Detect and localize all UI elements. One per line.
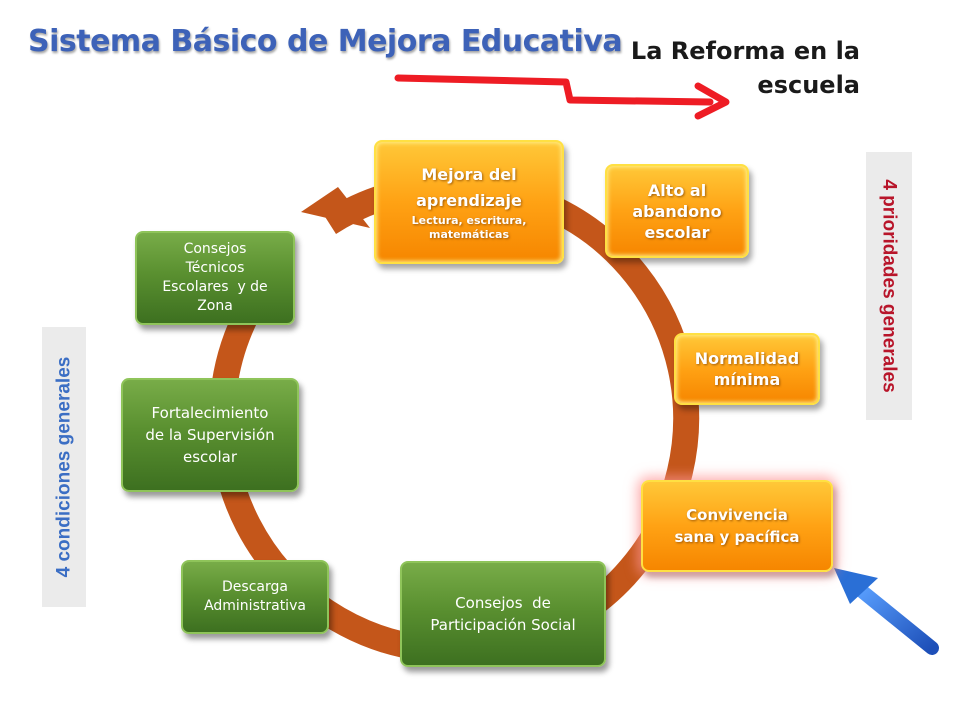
condition-line: Escolares y de bbox=[162, 279, 268, 295]
condition-line: Consejos bbox=[183, 241, 247, 257]
red-right-arrow-icon bbox=[394, 74, 730, 120]
priority-line: sana y pacífica bbox=[674, 528, 800, 546]
priority-alto-abandono: Alto al abandono escolar bbox=[605, 164, 749, 258]
priority-subline: Lectura, escritura, bbox=[411, 214, 527, 227]
condition-consejos-tecnicos: Consejos Técnicos Escolares y de Zona bbox=[135, 231, 295, 325]
priority-line: mínima bbox=[713, 370, 781, 389]
priority-line: Mejora del bbox=[421, 165, 517, 184]
condition-line: de la Supervisión bbox=[145, 426, 275, 444]
condition-line: Consejos de bbox=[455, 594, 551, 612]
priorities-label: 4 prioridades generales bbox=[866, 152, 912, 420]
priority-line: escolar bbox=[644, 222, 710, 242]
condition-line: Administrativa bbox=[204, 598, 306, 614]
condition-line: Fortalecimiento bbox=[151, 404, 269, 422]
subtitle-line-1: La Reforma en la bbox=[630, 37, 860, 65]
priority-line: Normalidad bbox=[694, 349, 800, 368]
priority-line: abandono bbox=[632, 201, 722, 221]
condition-line: Participación Social bbox=[430, 616, 576, 634]
priority-line: aprendizaje bbox=[416, 191, 522, 210]
condition-participacion-social: Consejos de Participación Social bbox=[400, 561, 606, 667]
subtitle-line-2: escuela bbox=[757, 71, 860, 99]
priority-subline: matemáticas bbox=[428, 228, 509, 241]
conditions-label-text: 4 condiciones generales bbox=[53, 356, 75, 578]
priority-convivencia: Convivencia sana y pacífica bbox=[641, 480, 833, 572]
condition-line: Descarga bbox=[222, 579, 288, 595]
condition-line: escolar bbox=[183, 448, 237, 466]
conditions-label: 4 condiciones generales bbox=[42, 327, 86, 607]
condition-descarga-administrativa: Descarga Administrativa bbox=[181, 560, 329, 634]
condition-line: Técnicos bbox=[185, 260, 245, 276]
priority-mejora-aprendizaje: Mejora del aprendizaje Lectura, escritur… bbox=[374, 140, 564, 264]
subtitle: La Reforma en la escuela bbox=[600, 34, 860, 102]
priority-line: Alto al bbox=[647, 180, 707, 200]
condition-line: Zona bbox=[197, 298, 233, 314]
page-title: Sistema Básico de Mejora Educativa bbox=[28, 24, 623, 59]
condition-supervision-escolar: Fortalecimiento de la Supervisión escola… bbox=[121, 378, 299, 492]
blue-diagonal-arrow-icon bbox=[834, 568, 939, 655]
priority-normalidad-minima: Normalidad mínima bbox=[674, 333, 820, 405]
cycle-arrow-icon bbox=[301, 187, 370, 228]
priorities-label-text: 4 prioridades generales bbox=[879, 179, 901, 393]
priority-line: Convivencia bbox=[686, 506, 788, 524]
